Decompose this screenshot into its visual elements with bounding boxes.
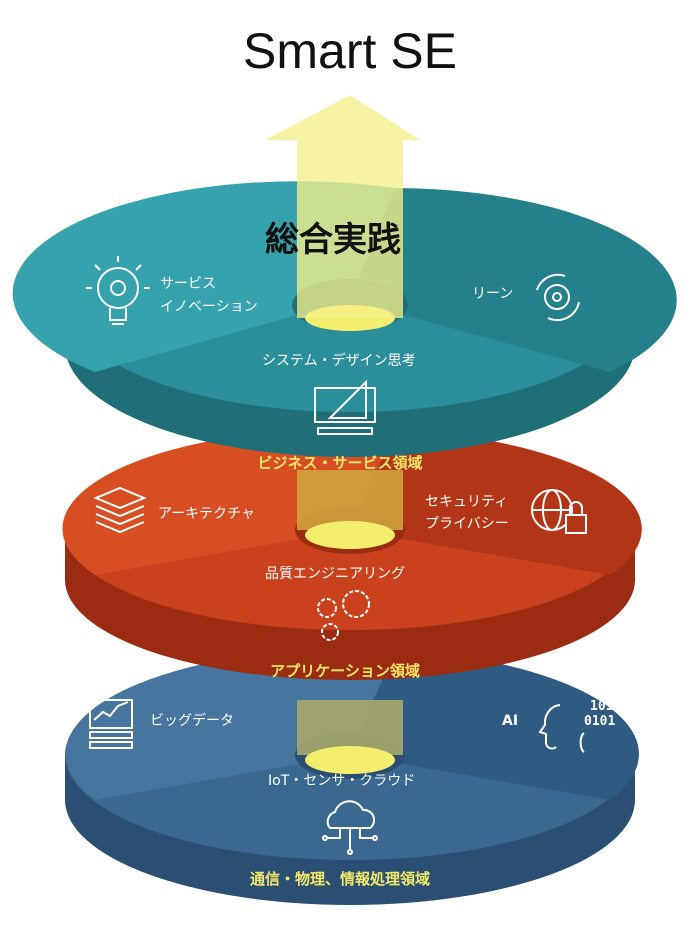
business-service-domain-label: ビジネス・サービス領域 <box>257 454 423 472</box>
middle-disk <box>62 428 642 680</box>
service-innovation-label-1: サービス <box>160 276 216 292</box>
quality-engineering-label: 品質エンジニアリング <box>265 566 405 582</box>
cloud-circuit-icon <box>322 800 378 855</box>
ai-label: AI <box>502 713 519 729</box>
chart-monitor-icon <box>89 699 133 749</box>
gears-icon <box>317 590 370 641</box>
binary-text-2: 0101 <box>584 714 615 729</box>
bottom-disk <box>65 648 639 905</box>
lightbulb-gear-icon <box>86 256 150 325</box>
security-label: セキュリティ <box>425 494 509 510</box>
top-heading: 総合実践 <box>265 220 401 260</box>
architecture-label: アーキテクチャ <box>158 506 256 522</box>
big-data-label: ビッグデータ <box>150 713 234 729</box>
globe-lock-icon <box>531 489 587 534</box>
service-innovation-label-2: イノベーション <box>160 299 258 315</box>
ai-head-icon <box>538 704 585 753</box>
cycle-gear-icon <box>536 273 580 322</box>
diagram-title: Smart SE <box>243 23 457 79</box>
lean-label: リーン <box>472 286 514 302</box>
layers-icon <box>93 486 147 534</box>
upward-arrow <box>265 95 420 318</box>
design-thinking-label: システム・デザイン思考 <box>262 353 416 369</box>
privacy-label: プライバシー <box>425 516 509 532</box>
binary-text-1: 1011 <box>590 699 621 714</box>
blueprint-ruler-icon <box>314 379 376 435</box>
iot-sensor-cloud-label: IoT・センサ・クラウド <box>268 773 416 789</box>
application-domain-label: アプリケーション領域 <box>270 662 420 680</box>
communication-physical-domain-label: 通信・物理、情報処理領域 <box>249 870 431 888</box>
